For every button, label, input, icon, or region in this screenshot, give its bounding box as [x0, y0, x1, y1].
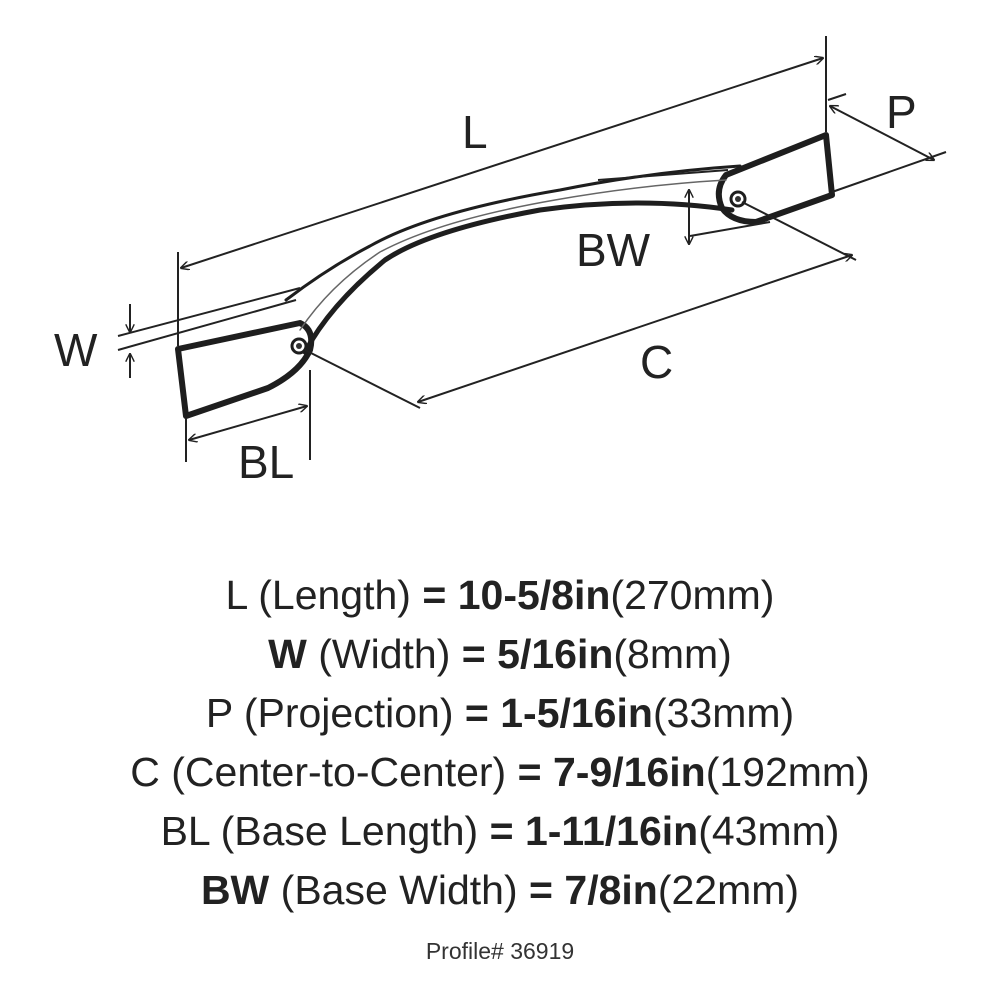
arch-bottom — [302, 200, 735, 355]
spec-code: P — [205, 690, 233, 736]
spec-metric: (22mm) — [657, 867, 800, 913]
spec-code: W — [268, 631, 307, 677]
spec-name: (Projection) — [243, 690, 454, 736]
p-dimension-line — [830, 106, 934, 160]
spec-equals: = — [464, 690, 489, 736]
bl-dimension-line — [189, 406, 307, 440]
spec-metric: (8mm) — [613, 631, 732, 677]
spec-equals: = — [529, 867, 553, 913]
spec-name: (Base Length) — [220, 808, 479, 854]
label-bl: BL — [238, 436, 294, 488]
l-dimension-line — [181, 58, 823, 268]
bw-extension-top — [597, 169, 729, 181]
dimension-lines — [117, 36, 947, 462]
arch-top — [284, 164, 742, 302]
spec-code: BL — [160, 808, 210, 854]
spec-metric: (192mm) — [705, 749, 870, 795]
w-extension-top — [117, 287, 301, 337]
spec-metric: (33mm) — [652, 690, 795, 736]
c-dimension-line — [418, 255, 852, 402]
label-p: P — [886, 86, 917, 138]
spec-imperial: 5/16in — [497, 631, 614, 677]
spec-code: C — [130, 749, 160, 795]
spec-imperial: 10-5/8in — [457, 572, 611, 618]
spec-row-center-to-center: C (Center-to-Center) = 7-9/16in(192mm) — [0, 743, 1000, 802]
right-screw-hole-inner — [735, 196, 741, 202]
spec-row-length: L (Length) = 10-5/8in(270mm) — [0, 566, 1000, 625]
right-base — [715, 132, 835, 225]
label-w: W — [54, 324, 98, 376]
spec-code: L — [225, 572, 247, 618]
spec-equals: = — [461, 631, 486, 677]
w-extension-bottom — [117, 299, 297, 351]
left-screw-hole — [290, 337, 308, 355]
spec-name: (Length) — [258, 572, 411, 618]
p-extension-top — [827, 93, 847, 101]
spec-equals: = — [517, 749, 542, 795]
label-bw: BW — [576, 224, 651, 276]
left-screw-hole-inner — [296, 343, 302, 349]
spec-name: (Center-to-Center) — [171, 749, 507, 795]
c-extension-right — [741, 201, 857, 261]
left-base — [175, 320, 315, 419]
spec-metric: (270mm) — [610, 572, 775, 618]
cabinet-pull-drawing — [175, 132, 835, 419]
label-l: L — [462, 106, 488, 158]
spec-name: (Base Width) — [280, 867, 518, 913]
profile-number: Profile# 36919 — [425, 938, 575, 964]
label-c: C — [640, 336, 673, 388]
handle-dimension-diagram: L W P BW C BL — [54, 36, 947, 488]
spec-row-width: W (Width) = 5/16in(8mm) — [0, 625, 1000, 684]
spec-equals: = — [422, 572, 447, 618]
spec-row-projection: P (Projection) = 1-5/16in(33mm) — [0, 684, 1000, 743]
bw-extension-bottom — [689, 221, 771, 237]
spec-imperial: 7-9/16in — [552, 749, 706, 795]
spec-metric: (43mm) — [698, 808, 840, 854]
spec-row-base-length: BL (Base Length) = 1-11/16in(43mm) — [0, 802, 1000, 861]
spec-imperial: 1-11/16in — [524, 808, 699, 854]
c-extension-left — [304, 349, 421, 409]
spec-imperial: 7/8in — [564, 867, 658, 913]
spec-equals: = — [489, 808, 514, 854]
spec-row-base-width: BW (Base Width) = 7/8in(22mm) — [0, 861, 1000, 920]
spec-imperial: 1-5/16in — [500, 690, 653, 736]
spec-name: (Width) — [318, 631, 451, 677]
dimension-spec-list: L (Length) = 10-5/8in(270mm) W (Width) =… — [0, 566, 1000, 920]
spec-code: BW — [200, 867, 270, 913]
